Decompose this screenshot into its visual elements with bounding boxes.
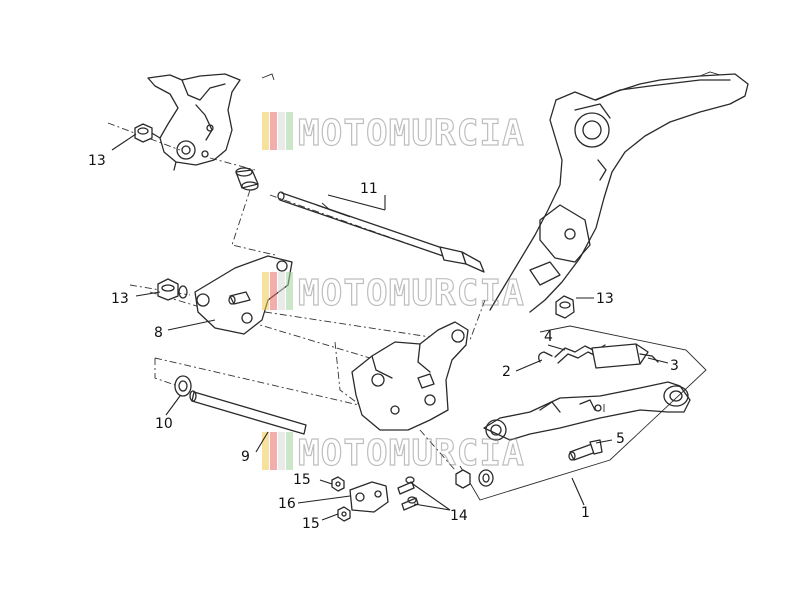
frame-right-section: [489, 71, 749, 313]
callout-15-lower: 15: [302, 516, 320, 532]
callout-13-left: 13: [111, 291, 129, 307]
callout-10: 10: [155, 416, 173, 432]
svg-text:MOTOMURCIA: MOTOMURCIA: [298, 433, 525, 474]
side-stand-1: [483, 381, 691, 441]
stand-bracket: [351, 321, 469, 431]
callout-9: 9: [241, 449, 250, 465]
callout-3: 3: [670, 358, 679, 374]
nut-15-upper: [331, 476, 345, 492]
callout-15-upper: 15: [293, 472, 311, 488]
washer-10: [174, 375, 192, 397]
svg-text:MOTOMURCIA: MOTOMURCIA: [298, 113, 525, 154]
bolt-5: [568, 439, 603, 461]
nut-15-lower: [337, 506, 351, 522]
frame-left-bracket: [147, 73, 275, 171]
callout-11: 11: [360, 181, 378, 197]
spring-assembly: [538, 343, 659, 369]
watermark-logo-bottom: MOTOMURCIA: [262, 432, 525, 475]
screws-14: [397, 476, 419, 511]
leader-lines: [111, 133, 669, 521]
nut-13-right: [555, 295, 575, 319]
watermark-logo-top: MOTOMURCIA: [262, 112, 525, 155]
callout-13-top: 13: [88, 153, 106, 169]
callout-8: 8: [154, 325, 163, 341]
callout-4: 4: [544, 329, 553, 345]
sensor-16: [349, 481, 389, 513]
watermark-logo-middle: MOTOMURCIA: [262, 272, 525, 315]
callout-2: 2: [502, 364, 511, 380]
nut-13-left: [157, 278, 188, 301]
callout-14: 14: [450, 508, 468, 524]
bolt-11: [277, 191, 485, 273]
callout-16: 16: [278, 496, 296, 512]
callout-13-right: 13: [596, 291, 614, 307]
pin-9: [189, 390, 307, 435]
stand-group-outline: [459, 325, 707, 501]
nut-13-top: [134, 123, 153, 143]
svg-text:MOTOMURCIA: MOTOMURCIA: [298, 273, 525, 314]
callout-labels: 13 11 13 8 10 9 13 4 2 3 5 1 15 16 15 14: [88, 153, 679, 532]
bushing: [235, 167, 259, 191]
plate-8: [194, 255, 293, 335]
nut-and-washer-lower: [455, 469, 494, 489]
assembly-guide-lines: [107, 122, 486, 471]
callout-5: 5: [616, 431, 625, 447]
callout-1: 1: [581, 505, 590, 521]
